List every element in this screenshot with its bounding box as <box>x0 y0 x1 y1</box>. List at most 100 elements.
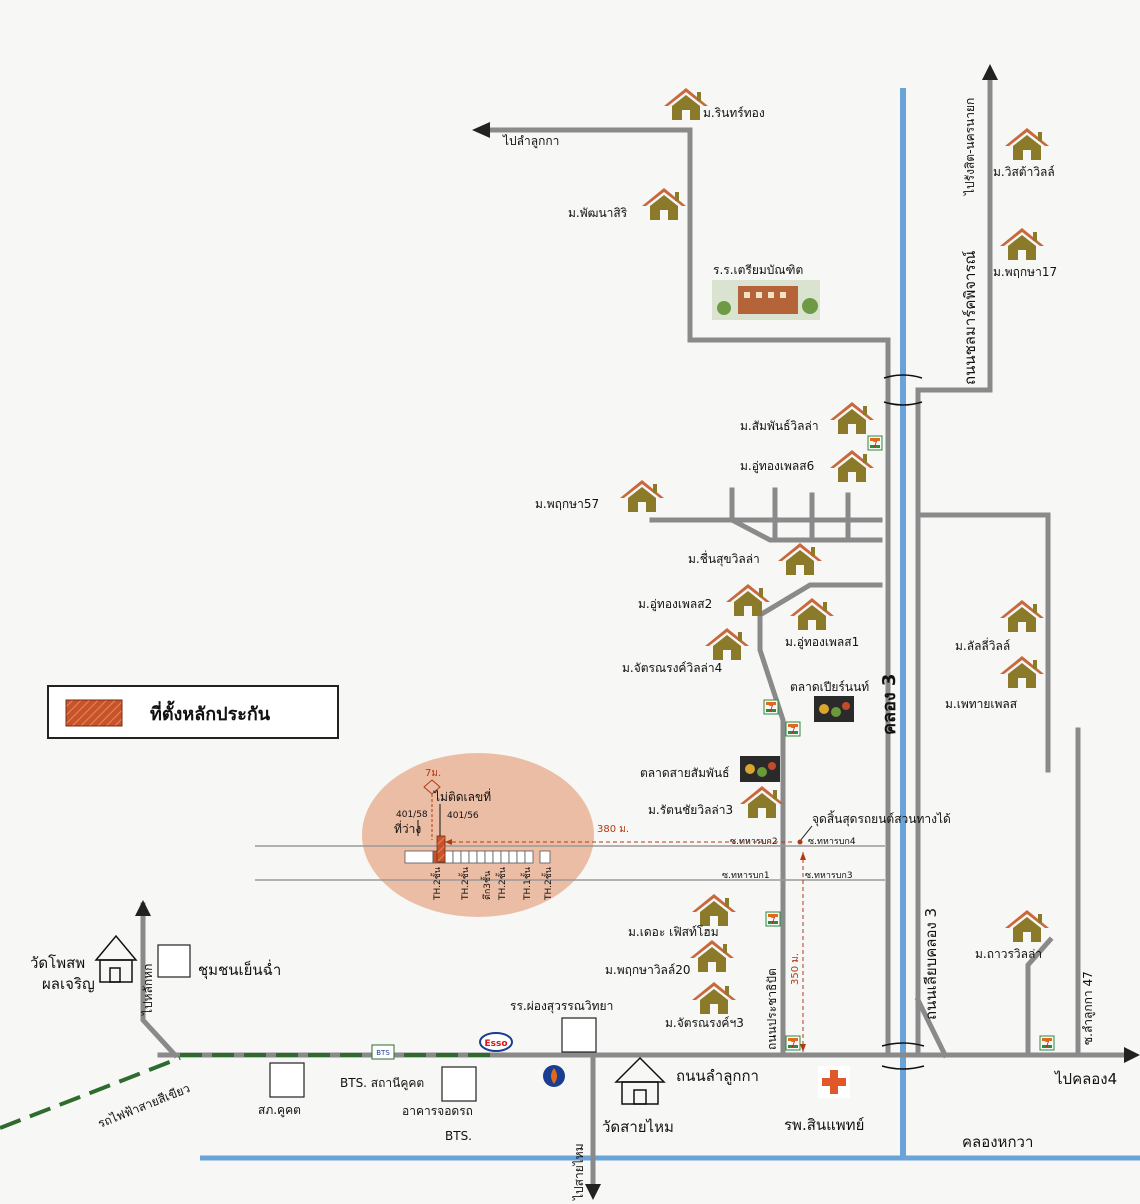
village-label: ม.สัมพันธ์วิลล่า <box>740 419 819 433</box>
pier-market: ตลาดเปียร์นนท์ <box>790 680 869 722</box>
village-chuenjai-villa: ม.ชื่นสุขวิลล่า <box>688 543 822 575</box>
house-icon <box>620 480 664 512</box>
village-phetai-place: ม.เพทายเพลส <box>945 656 1044 711</box>
village-uthong-place6: ม.อู่ทองเพลส6 <box>740 450 874 482</box>
pier-market-label: ตลาดเปียร์นนท์ <box>790 680 869 694</box>
unit-label: TH.2ชั้น <box>541 867 554 901</box>
bridge-icon <box>881 374 925 1070</box>
arrow-to-rangsit-icon <box>982 64 998 80</box>
house-icon <box>1005 910 1049 942</box>
vacant-label: ที่ว่าง <box>394 820 421 836</box>
village-rin-thong: ม.รินทร์ทอง <box>664 88 765 120</box>
seven-eleven-icon <box>867 435 883 451</box>
chumchon-icon <box>157 944 191 978</box>
dist-7m-icon <box>423 779 441 840</box>
bts-station: BTS BTS. สถานีคูคต <box>340 1044 424 1091</box>
village-chatron3: ม.จัตรณรงค์ฯ3 <box>665 982 744 1030</box>
label-to-lam-luk-ka: ไปลำลูกกา <box>502 134 559 149</box>
wat-phot: วัดโพสพ ผลเจริญ <box>30 934 138 993</box>
ptt-station <box>543 1065 565 1087</box>
canal-label-khlong3: คลอง 3 <box>879 674 900 735</box>
house-icon <box>705 628 749 660</box>
village-label: ม.ชื่นสุขวิลล่า <box>688 550 760 567</box>
seven-eleven-icon <box>785 721 801 737</box>
arrow-to-lak-hok-icon <box>135 900 151 916</box>
dist-350-label: 350 ม. <box>790 953 801 985</box>
village-pruksa57: ม.พฤกษา57 <box>535 480 664 512</box>
village-label: ม.อู่ทองเพลส6 <box>740 459 814 474</box>
unit-label: TH.1ชั้น <box>520 867 533 901</box>
lot-b-label: 401/56 <box>447 811 479 821</box>
village-label: ม.อู่ทองเพลส1 <box>785 635 859 650</box>
road-network <box>140 75 1128 1193</box>
label-to-rangsit: ไปรังสิต-นครนายก <box>963 98 977 196</box>
house-icon <box>740 786 784 818</box>
police-icon <box>269 1062 305 1098</box>
school-triam-label: ร.ร.เตรียมบัณฑิต <box>713 263 803 277</box>
road-lam-luk-ka: ถนนลำลูกกา <box>676 1067 759 1085</box>
wat-sai-mai-label: วัดสายไหม <box>602 1118 674 1136</box>
temple-icon <box>614 1056 666 1105</box>
house-icon <box>1000 656 1044 688</box>
house-icon <box>642 188 686 220</box>
label-to-sai-mai: ไปสายไหม <box>572 1143 586 1201</box>
parking-sub-label: BTS. <box>445 1129 472 1143</box>
label-to-khlong4: ไปคลอง4 <box>1054 1070 1117 1088</box>
site-detail: 7ม. ไม่ติดเลขที่ 401/58 401/56 ที่ว่าง T… <box>394 768 806 1052</box>
village-label: ม.พฤกษา17 <box>993 265 1057 279</box>
label-to-lak-hok: ไปหลักหก <box>141 964 155 1016</box>
village-pruksa-ville20: ม.พฤกษาวิลล์20 <box>605 940 734 977</box>
samphan-market-label: ตลาดสายสัมพันธ์ <box>640 766 729 780</box>
road-soi-thaharnbok1: ซ.ทหารบก1 <box>722 871 770 881</box>
seven-eleven-icon <box>765 911 781 927</box>
temple-icon <box>94 934 138 983</box>
arrow-to-lam-luk-ka-icon <box>472 122 490 138</box>
soi-roads <box>255 845 885 881</box>
site-area-circle <box>362 753 594 917</box>
village-label: ม.พัฒนาสิริ <box>568 206 628 220</box>
chumchon: ชุมชนเย็นฉ่ำ <box>157 944 281 980</box>
village-label: ม.จัตรณรงค์ฯ3 <box>665 1016 744 1030</box>
dist-380-label: 380 ม. <box>597 824 629 835</box>
house-icon <box>692 894 736 926</box>
village-phatthanasiri: ม.พัฒนาสิริ <box>568 188 686 220</box>
chumchon-label: ชุมชนเย็นฉ่ำ <box>198 959 281 980</box>
samphan-market: ตลาดสายสัมพันธ์ <box>640 756 780 782</box>
house-icon <box>830 450 874 482</box>
hospital: รพ.สินแพทย์ <box>784 1066 864 1134</box>
esso-station: Esso <box>479 1032 513 1052</box>
arrow-to-sai-mai-icon <box>585 1184 601 1200</box>
house-icon <box>1000 600 1044 632</box>
wat-phot-label-2: ผลเจริญ <box>42 975 95 993</box>
village-label: ม.จัตรณรงค์วิลล่า4 <box>622 661 722 675</box>
seven-eleven-icon <box>785 1035 801 1051</box>
village-pruksa17: ม.พฤกษา17 <box>993 228 1057 279</box>
village-label: ม.วิสต้าวิลล์ <box>993 165 1055 179</box>
house-icon <box>1000 228 1044 260</box>
village-uthong-place2: ม.อู่ทองเพลส2 <box>638 584 770 616</box>
wat-sai-mai: วัดสายไหม <box>602 1056 674 1136</box>
school-phong-icon <box>561 1017 597 1053</box>
esso-logo-icon <box>479 1032 513 1052</box>
bts-green-line <box>0 1053 490 1130</box>
village-label: ม.พฤกษา57 <box>535 497 599 511</box>
unit-label: TH.2ชั้น <box>430 867 443 901</box>
market-icon <box>740 756 780 782</box>
road-soi-thaharnbok3: ซ.ทหารบก3 <box>805 871 853 881</box>
house-icon <box>690 940 734 972</box>
village-thavorn-villa: ม.ถาวรวิลล่า <box>975 910 1049 961</box>
police-label: สภ.คูคต <box>258 1103 301 1118</box>
village-label: ม.อู่ทองเพลส2 <box>638 597 712 612</box>
village-lalli-ville: ม.ลัลลี่วิลล์ <box>955 600 1044 653</box>
village-chatron-villa4: ม.จัตรณรงค์วิลล่า4 <box>622 628 749 675</box>
road-prachathipat: ถนนประชาธิปัต <box>765 968 779 1050</box>
bts-logo-icon: BTS <box>371 1044 395 1060</box>
police-station: สภ.คูคต <box>258 1062 305 1118</box>
market-icon <box>814 696 854 722</box>
village-samphan-villa: ม.สัมพันธ์วิลล่า <box>740 402 874 434</box>
village-label: ม.เพทายเพลส <box>945 697 1018 711</box>
legend-swatch <box>65 699 123 727</box>
road-chom-marg: ถนนชลมาร์คพิจารณ์ <box>961 250 979 385</box>
bts-station-label: BTS. สถานีคูคต <box>340 1076 424 1091</box>
